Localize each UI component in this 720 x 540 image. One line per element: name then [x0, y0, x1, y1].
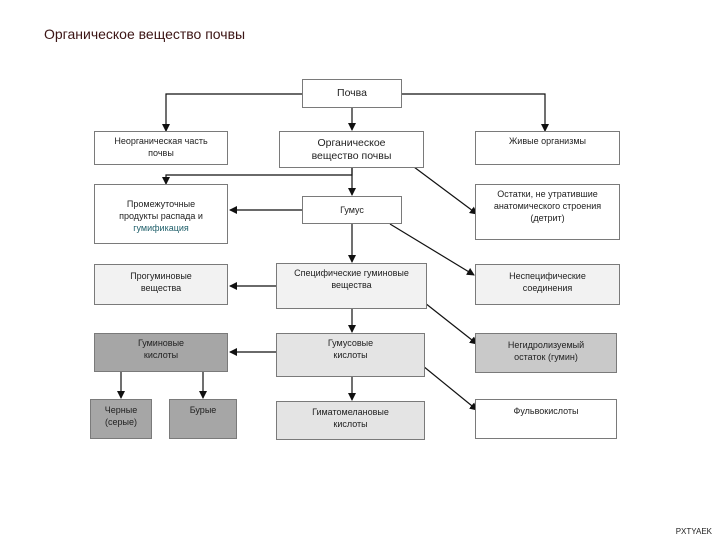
- arrow-organic-to-residues: [413, 166, 478, 215]
- node-intermediate: Промежуточные продукты распада и гумифик…: [94, 184, 228, 244]
- node-nonspecific: Неспецифические соединения: [475, 264, 620, 305]
- arrow-soil-to-inorganic: [162, 93, 302, 132]
- node-fulvic: Фульвокислоты: [475, 399, 617, 439]
- node-residues: Остатки, не утратившие анатомического ст…: [475, 184, 620, 240]
- node-soil: Почва: [302, 79, 402, 108]
- node-hymatomelanic: Гиматомелановые кислоты: [276, 401, 425, 440]
- node-inorganic: Неорганическая часть почвы: [94, 131, 228, 165]
- node-brown: Бурые: [169, 399, 237, 439]
- node-living: Живые организмы: [475, 131, 620, 165]
- arrow-organic-to-intermediate: [162, 167, 353, 185]
- footer-watermark: PXTYAEK: [675, 527, 712, 536]
- node-specific-humic: Специфические гуминовые вещества: [276, 263, 427, 309]
- page-title: Органическое вещество почвы: [44, 26, 246, 42]
- arrow-specific-to-humin: [424, 302, 478, 345]
- arrow-humus-to-nonspecific: [389, 223, 475, 276]
- node-humus: Гумус: [302, 196, 402, 224]
- node-humin: Негидролизуемый остаток (гумин): [475, 333, 617, 373]
- arrow-humusacids-to-fulvic: [422, 365, 478, 411]
- arrow-soil-to-living: [402, 93, 549, 132]
- node-black: Черные (серые): [90, 399, 152, 439]
- node-humus-acids: Гумусовые кислоты: [276, 333, 425, 377]
- node-prohumic: Прогуминовые вещества: [94, 264, 228, 305]
- node-humic-acids: Гуминовые кислоты: [94, 333, 228, 372]
- node-organic: Органическое вещество почвы: [279, 131, 424, 168]
